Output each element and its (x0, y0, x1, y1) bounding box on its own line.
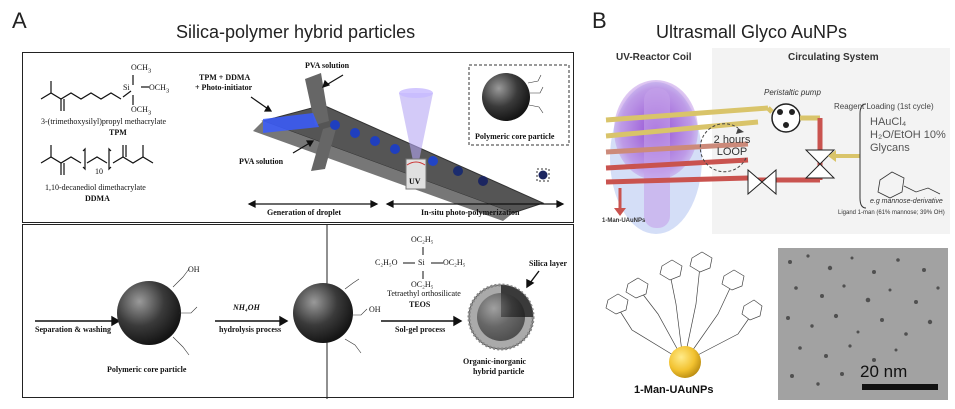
product-small-label: 1-Man-UAuNPs (602, 218, 646, 224)
oh-label-1: OH (188, 265, 200, 274)
process-arrows (247, 74, 565, 208)
och3-label-1: OCH (131, 63, 148, 72)
aunp-drawing (605, 251, 763, 378)
pva-solution-top: PVA solution (305, 61, 350, 70)
separation-washing-label: Separation & washing (35, 325, 112, 334)
core-particle-sphere-2 (293, 283, 353, 343)
panel-letter-b: B (592, 8, 607, 33)
pva-solution-bottom: PVA solution (239, 157, 284, 166)
droplets (330, 120, 488, 186)
reactor-coil-label: UV-Reactor Coil (616, 52, 692, 63)
hydrolysis-label: hydrolysis process (219, 325, 282, 334)
aunp-product-label: 1-Man-UAuNPs (634, 384, 714, 396)
loop-line1: 2 hours (713, 134, 751, 146)
inputs-label-line1: TPM + DDMA (199, 73, 251, 82)
core-particle-sphere-1 (117, 281, 181, 345)
insitu-label: In-situ (421, 208, 444, 217)
tpm-structure (40, 75, 149, 111)
reagent-haucl4: HAuCl₄ (870, 116, 907, 128)
panel-b-title: Ultrasmall Glyco AuNPs (656, 22, 848, 42)
scale-bar-label: 20 nm (860, 362, 908, 381)
tpm-full-name: 3-(trimethoxysilyl)propyl methacrylate (41, 117, 167, 126)
generation-of-droplet-label: Generation of droplet (267, 208, 342, 217)
loop-line2: LOOP (716, 146, 748, 158)
sugar-rings (605, 251, 763, 321)
reactor-drawing (598, 48, 950, 234)
uv-label: UV (409, 177, 421, 186)
hybrid-particle-line2: hybrid particle (473, 367, 525, 376)
ddma-full-name: 1,10-decanediol dimethacrylate (45, 183, 146, 192)
panel-a-top-box: OCH3 Si OCH3 OCH3 3-(trimethoxysilyl)pro… (22, 52, 574, 223)
silica-layer-label: Silica layer (529, 259, 567, 268)
core-particle-label-top: Polymeric core particle (475, 132, 555, 141)
teos-oc2h5-right: OC₂H₅ (443, 258, 466, 267)
oh-label-2: OH (369, 305, 381, 314)
teos-si-label: Si (418, 258, 425, 267)
photopolymerization-label: photo-polymerization (443, 208, 520, 217)
teos-oc2h5-bottom: OC₂H₅ (411, 280, 434, 289)
och3-label-2: OCH (149, 83, 166, 92)
mannose-note: e.g mannose-derivative (870, 198, 943, 205)
teos-c2h5o-left: C₂H₅O (375, 258, 398, 267)
core-particle-inset-sphere (482, 73, 530, 121)
pump-label: Peristaltic pump (764, 88, 821, 97)
nh4oh-label: NH₄OH (233, 303, 260, 312)
reagent-glycans: Glycans (870, 142, 910, 154)
si-label-tpm: Si (123, 83, 130, 92)
uv-lamp (399, 88, 433, 190)
panel-a-bottom-box: Separation & washing NH₄OH hydrolysis pr… (22, 224, 574, 399)
ddma-structure (40, 145, 154, 175)
hybrid-particle (467, 283, 535, 351)
och3-sub-2: 3 (165, 87, 170, 95)
tpm-abbreviation: TPM (109, 128, 127, 137)
solgel-label: Sol-gel process (395, 325, 446, 334)
glyco-aunp-illustration: 1-Man-UAuNPs (598, 244, 764, 404)
glycan-structure (877, 171, 941, 199)
teos-full-name: Tetraethyl orthosilicate (387, 289, 461, 298)
scale-bar (862, 384, 938, 390)
och3-sub-3: 3 (147, 109, 152, 117)
teos-oc2h5-top: OC₂H₅ (411, 235, 434, 244)
teos-structure (403, 247, 443, 279)
bottom-box-drawing (35, 225, 540, 399)
tem-texture (778, 248, 948, 400)
coil-tubes (605, 105, 769, 185)
panel-a-title: Silica-polymer hybrid particles (176, 22, 416, 42)
ligand-note: Ligand 1-man (61% mannose; 39% OH) (838, 210, 945, 216)
teos-abbreviation: TEOS (409, 300, 431, 309)
loop-label: 2 hours LOOP (708, 134, 756, 158)
bottom-arrows (35, 270, 540, 327)
reagent-loading-title: Reagent Loading (1st cycle) (834, 102, 934, 111)
tem-micrograph: 20 nm (778, 248, 948, 400)
och3-label-3: OCH (131, 105, 148, 114)
top-box-drawing (40, 64, 570, 221)
panel-letter-a: A (12, 8, 27, 33)
reagent-list: HAuCl₄ H₂O/EtOH 10% Glycans (870, 116, 946, 155)
och3-sub-1: 3 (147, 67, 152, 75)
circulating-system-label: Circulating System (788, 52, 879, 63)
inputs-label-line2: + Photo-initiator (195, 83, 253, 92)
gold-nanoparticle (669, 346, 701, 378)
ddma-abbreviation: DDMA (85, 194, 110, 203)
reactor-schematic: UV-Reactor Coil Circulating System Peris… (598, 48, 950, 234)
reagent-solvent: H₂O/EtOH 10% (870, 129, 946, 141)
core-particle-label-bottom: Polymeric core particle (107, 365, 187, 374)
ddma-repeat-index: 10 (95, 167, 103, 176)
hybrid-particle-line1: Organic-inorganic (463, 357, 527, 366)
ligand-chains (617, 265, 753, 359)
